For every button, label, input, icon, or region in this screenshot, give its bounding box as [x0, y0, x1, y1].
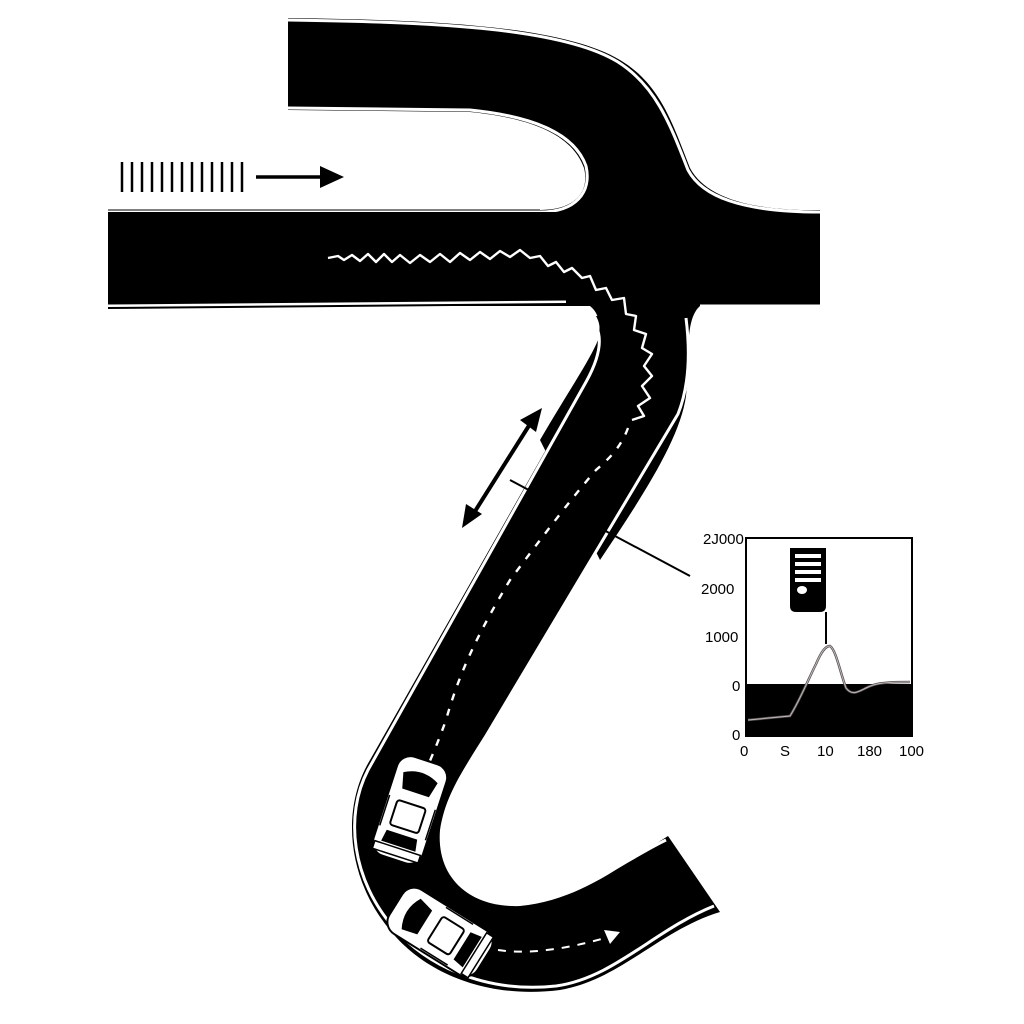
x-tick-label: 10 — [817, 743, 834, 760]
car-icon — [386, 886, 495, 979]
x-tick-label: 180 — [857, 743, 882, 760]
hatch-marks — [120, 162, 244, 192]
trajectory-arrowhead — [604, 930, 620, 944]
trajectory-dashed-lower — [497, 937, 606, 953]
right-arrow-icon — [256, 166, 344, 188]
chart-leader-line — [509, 479, 691, 577]
inset-chart: 2J000 2000 1000 0 0 0 S 10 180 100 — [701, 531, 924, 760]
x-tick-label: S — [780, 743, 790, 760]
y-tick-label: 1000 — [705, 629, 738, 646]
y-tick-label: 0 — [732, 727, 740, 744]
skid-trail — [327, 248, 654, 422]
x-tick-label: 0 — [740, 743, 748, 760]
edge-line-hook-inner — [108, 106, 589, 214]
traffic-signal-icon — [790, 548, 827, 644]
car-icon — [371, 755, 449, 865]
y-tick-label: 0 — [732, 678, 740, 695]
x-tick-label: 100 — [899, 743, 924, 760]
trajectory-dashed — [420, 427, 630, 781]
edge-line-diagonal-right — [440, 317, 690, 904]
edge-line-left-bottom — [107, 300, 567, 308]
edge-line-hook-top — [287, 18, 821, 214]
double-arrow-icon — [462, 408, 542, 528]
y-tick-label: 2J000 — [703, 531, 744, 548]
y-tick-label: 2000 — [701, 581, 734, 598]
road-left — [107, 209, 708, 309]
chart-dark-band — [747, 684, 911, 735]
